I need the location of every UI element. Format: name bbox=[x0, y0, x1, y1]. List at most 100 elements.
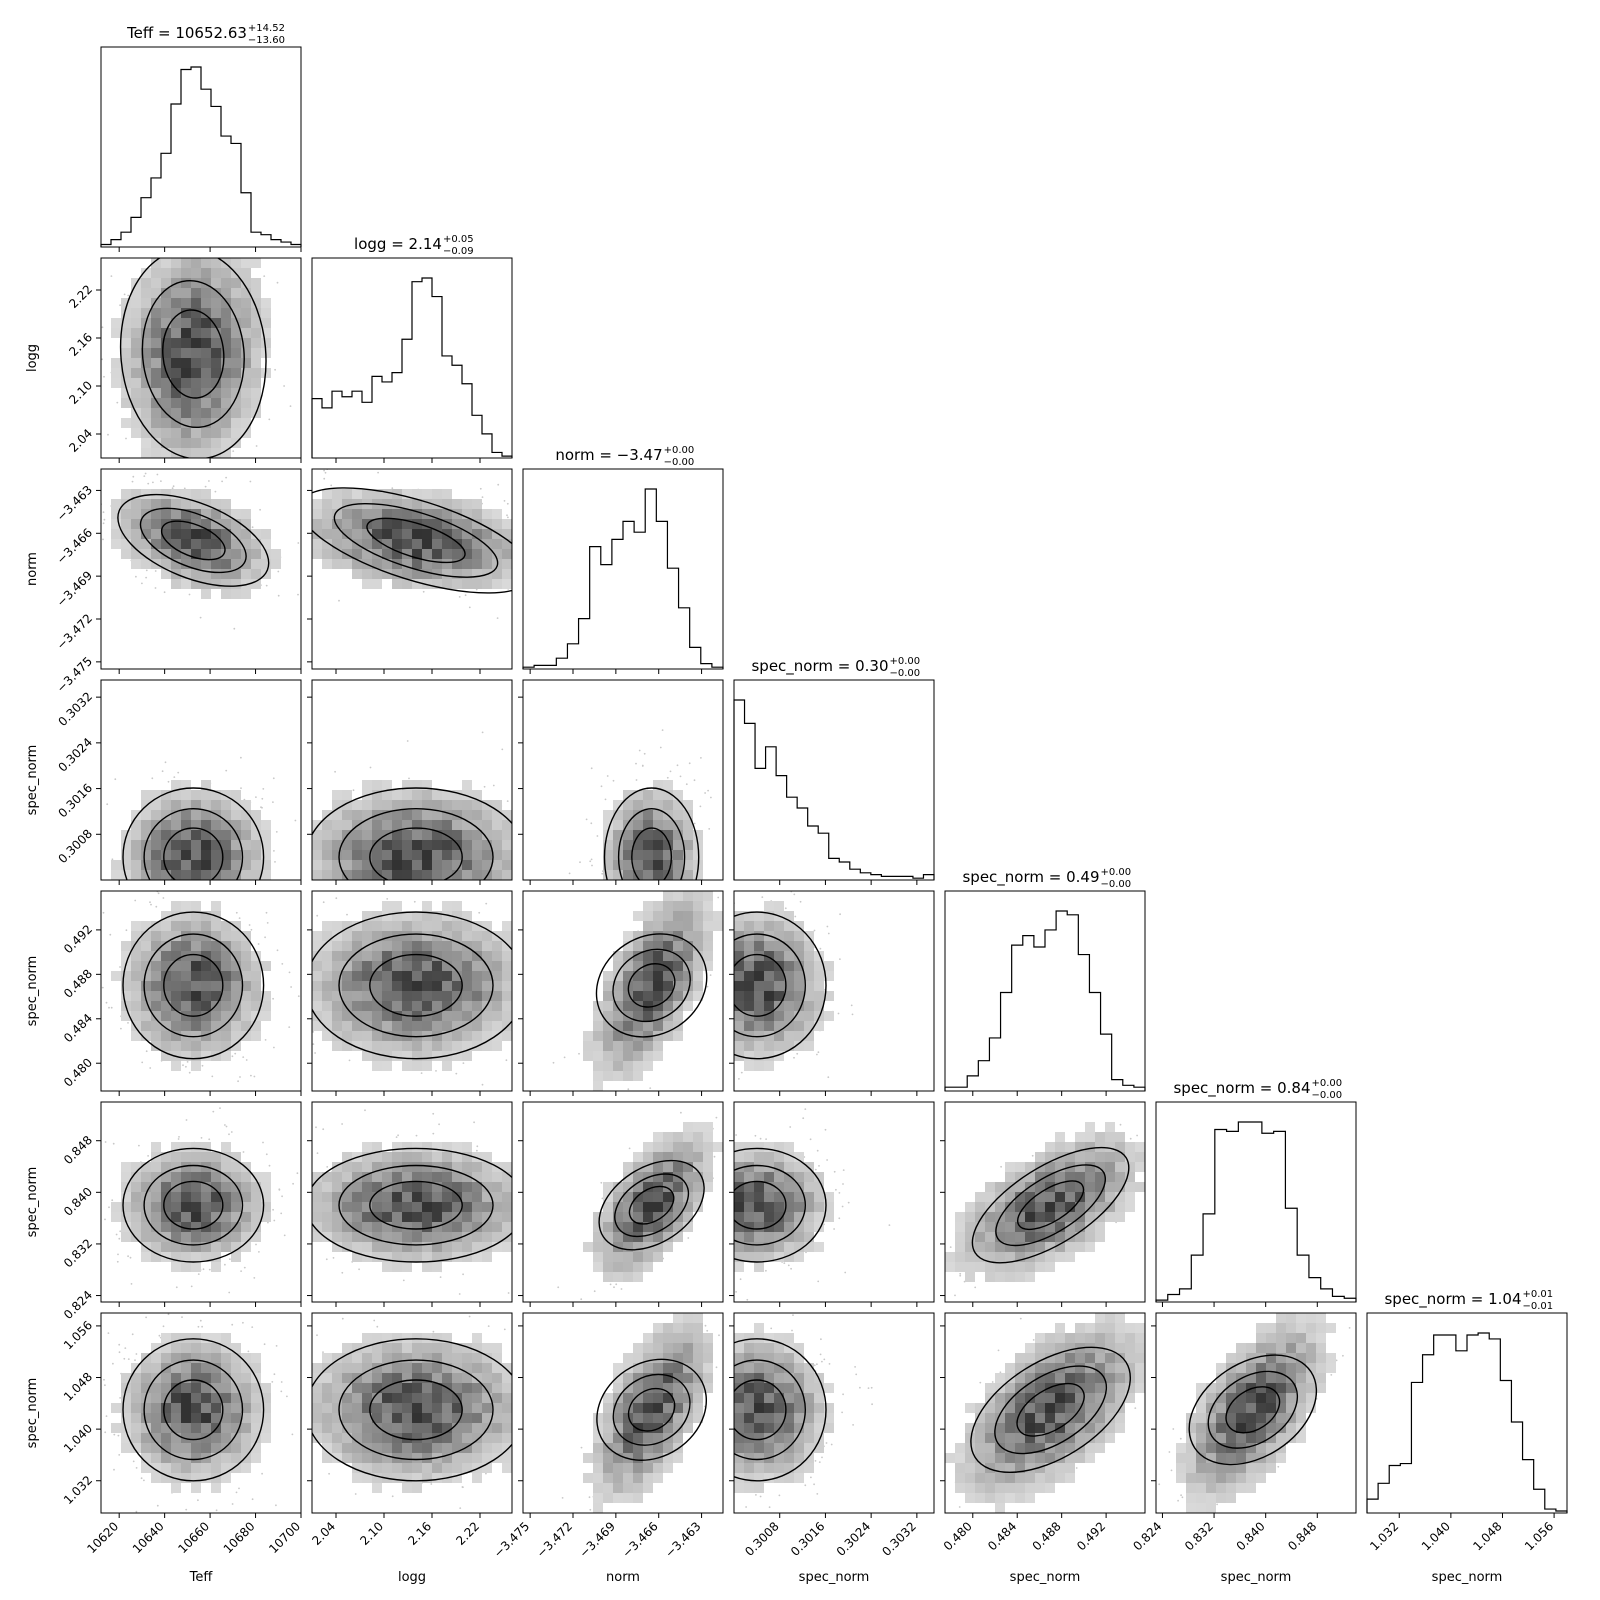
density-cell bbox=[382, 1001, 392, 1011]
density-cell bbox=[804, 941, 814, 951]
density-cell bbox=[332, 1202, 342, 1212]
density-cell bbox=[141, 1011, 151, 1021]
density-cell bbox=[231, 820, 241, 830]
density-cell bbox=[653, 780, 663, 790]
sample-point bbox=[601, 1197, 604, 1200]
density-cell bbox=[774, 921, 784, 931]
density-cell bbox=[794, 961, 804, 971]
sample-point bbox=[568, 872, 571, 875]
sample-point bbox=[314, 1052, 316, 1054]
density-cell bbox=[653, 810, 663, 820]
density-cell bbox=[633, 1011, 643, 1021]
sample-point bbox=[506, 514, 508, 517]
density-cell bbox=[643, 961, 653, 971]
density-cell bbox=[191, 1061, 201, 1071]
density-cell bbox=[181, 1021, 191, 1031]
density-cell bbox=[211, 408, 221, 418]
density-cell bbox=[171, 529, 181, 539]
density-cell bbox=[171, 1142, 181, 1152]
density-cell bbox=[673, 921, 683, 931]
density-cell bbox=[502, 1222, 512, 1232]
density-cell bbox=[131, 1232, 141, 1242]
density-cell bbox=[161, 1232, 171, 1242]
density-cell bbox=[673, 971, 683, 981]
density-cell bbox=[251, 308, 261, 318]
density-cell bbox=[472, 921, 482, 931]
density-cell bbox=[151, 529, 161, 539]
density-cell bbox=[352, 1172, 362, 1182]
density-cell bbox=[322, 1021, 332, 1031]
density-cell bbox=[241, 961, 251, 971]
density-cell bbox=[201, 790, 211, 800]
sample-point bbox=[473, 1121, 475, 1124]
density-cell bbox=[422, 1212, 432, 1222]
density-cell bbox=[312, 820, 322, 830]
sample-point bbox=[700, 757, 702, 759]
density-cell bbox=[412, 961, 422, 971]
sample-point bbox=[330, 484, 333, 487]
density-cell bbox=[241, 830, 251, 840]
density-cell bbox=[111, 1212, 121, 1222]
density-cell bbox=[362, 870, 372, 880]
density-cell bbox=[121, 1011, 131, 1021]
density-cell bbox=[502, 951, 512, 961]
density-cell bbox=[251, 298, 261, 308]
sample-point bbox=[125, 437, 127, 440]
density-cell bbox=[462, 981, 472, 991]
density-cell bbox=[231, 258, 241, 268]
density-cell bbox=[472, 1031, 482, 1041]
density-cell bbox=[673, 810, 683, 820]
density-cell bbox=[141, 448, 151, 458]
density-cell bbox=[261, 549, 271, 559]
density-cell bbox=[171, 1061, 181, 1071]
density-cell bbox=[201, 951, 211, 961]
sample-point bbox=[341, 1271, 344, 1274]
density-cell bbox=[131, 961, 141, 971]
density-cell bbox=[221, 870, 231, 880]
density-cell bbox=[683, 830, 693, 840]
density-cell bbox=[211, 1212, 221, 1222]
density-cell bbox=[201, 348, 211, 358]
density-cell bbox=[442, 991, 452, 1001]
density-cell bbox=[613, 1232, 623, 1242]
density-cell bbox=[412, 569, 422, 579]
density-cell bbox=[402, 1061, 412, 1071]
density-cell bbox=[472, 559, 482, 569]
density-cell bbox=[472, 519, 482, 529]
density-cell bbox=[693, 991, 703, 1001]
sample-point bbox=[432, 1132, 435, 1135]
density-cell bbox=[412, 1061, 422, 1071]
sample-point bbox=[143, 475, 146, 477]
density-cell bbox=[402, 1202, 412, 1212]
density-cell bbox=[131, 1182, 141, 1192]
density-cell bbox=[422, 1162, 432, 1172]
density-cell bbox=[231, 388, 241, 398]
density-cell bbox=[322, 509, 332, 519]
density-cell bbox=[432, 820, 442, 830]
sample-point bbox=[816, 1053, 818, 1056]
density-cell bbox=[151, 800, 161, 810]
density-cell bbox=[412, 1021, 422, 1031]
density-cell bbox=[171, 1162, 181, 1172]
density-cell bbox=[211, 428, 221, 438]
density-cell bbox=[121, 1212, 131, 1222]
density-cell bbox=[161, 820, 171, 830]
density-cell bbox=[382, 911, 392, 921]
density-cell bbox=[221, 961, 231, 971]
density-cell bbox=[382, 1242, 392, 1252]
density-cell bbox=[342, 1202, 352, 1212]
density-cell bbox=[472, 810, 482, 820]
sample-point bbox=[233, 627, 236, 630]
density-cell bbox=[362, 1031, 372, 1041]
contour-level-1 bbox=[312, 487, 512, 594]
density-cell bbox=[412, 509, 422, 519]
density-cell bbox=[663, 870, 673, 880]
density-cell bbox=[442, 850, 452, 860]
density-cell bbox=[613, 1071, 623, 1081]
density-cell bbox=[141, 308, 151, 318]
density-cell bbox=[633, 840, 643, 850]
density-cell bbox=[683, 1001, 693, 1011]
density-cell bbox=[191, 820, 201, 830]
density-cell bbox=[432, 499, 442, 509]
density-cell bbox=[432, 519, 442, 529]
